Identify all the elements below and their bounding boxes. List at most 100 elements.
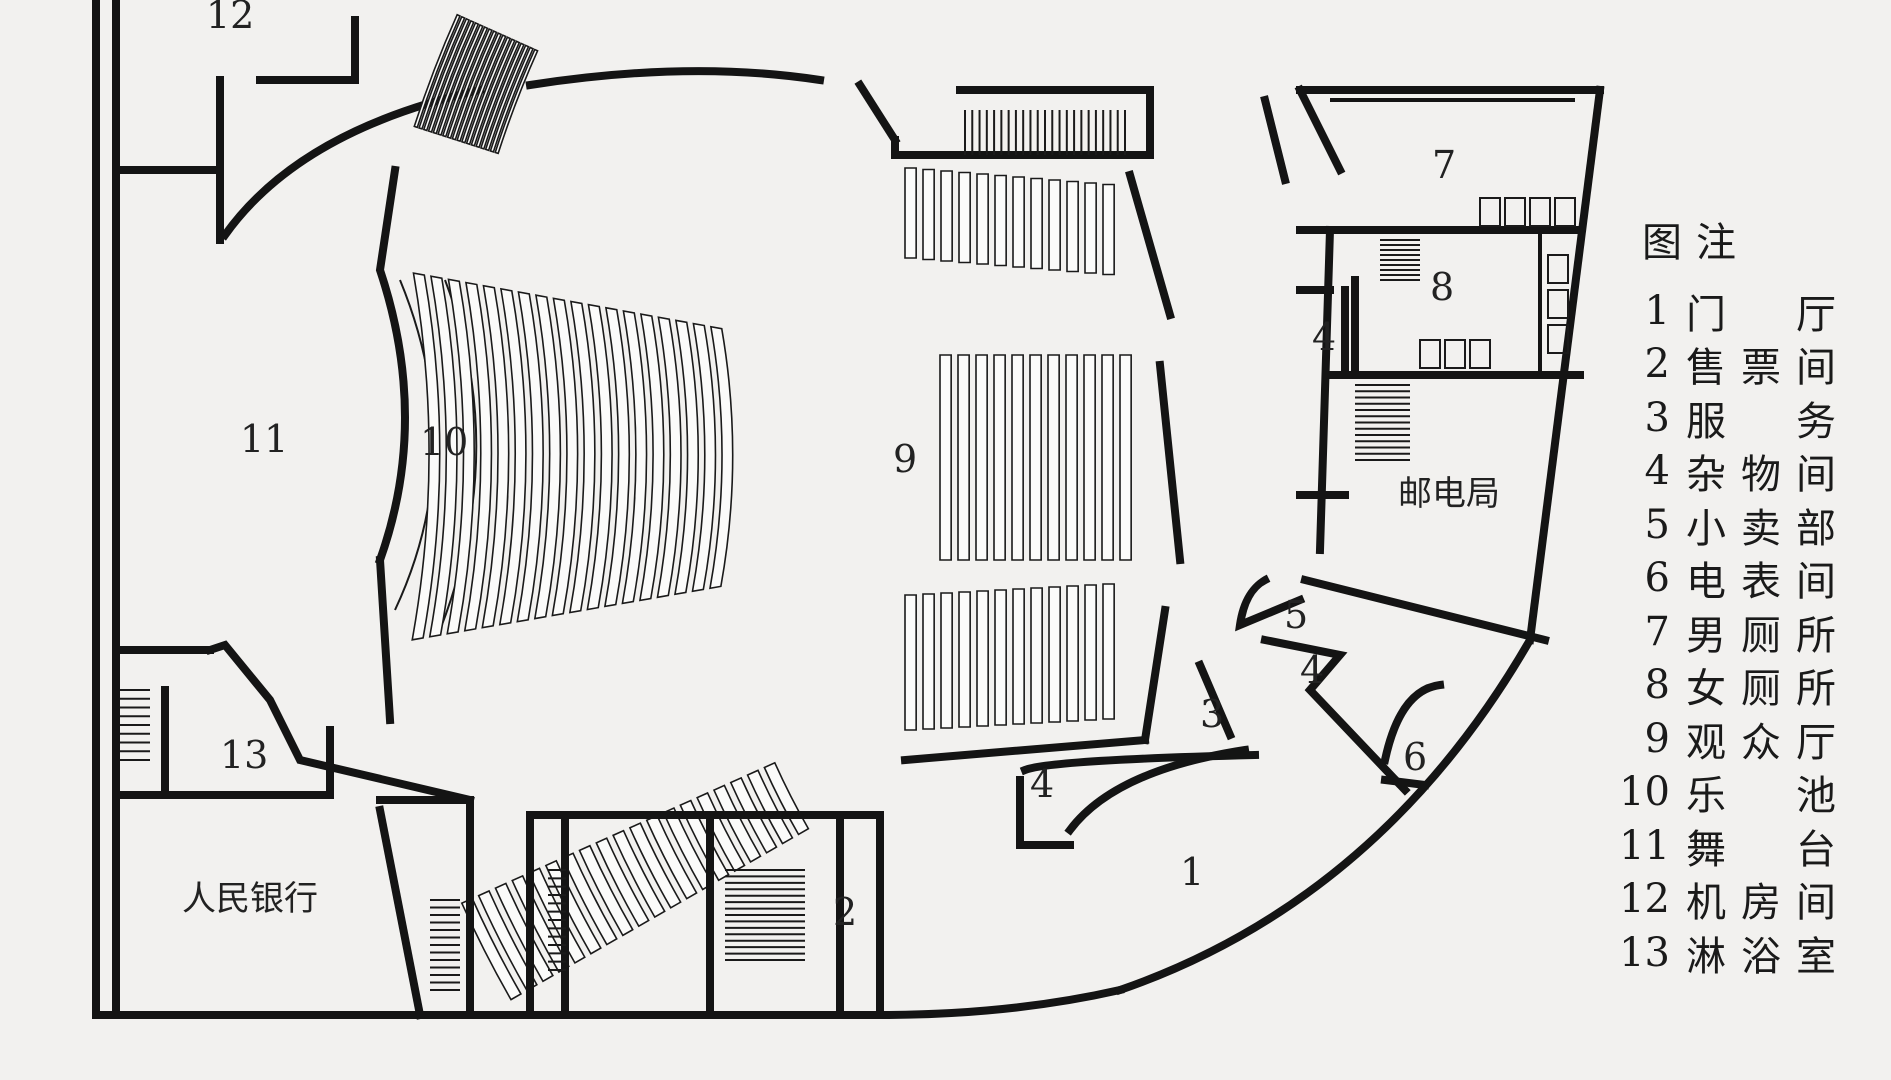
label-room-4-upper: 4	[1312, 315, 1336, 359]
legend-item-text: 男厕所	[1686, 612, 1836, 659]
seat-row	[411, 272, 441, 641]
seat-row	[494, 48, 539, 155]
seat-row	[533, 294, 562, 620]
seat-row	[976, 173, 989, 265]
label-room-8: 8	[1430, 265, 1454, 309]
legend-item-number: 11	[1619, 822, 1670, 869]
seat-row	[645, 814, 698, 900]
seat-row	[595, 837, 650, 928]
room-labels: 1 2 3 4 4 4 5 6 7 8 9 10 11 12 13 邮电局 人民…	[182, 0, 1500, 934]
seat-row	[958, 171, 971, 264]
label-room-6: 6	[1403, 735, 1427, 779]
legend-item-number: 10	[1619, 769, 1670, 816]
lower-rooms	[120, 689, 884, 1020]
seating-left-upper	[413, 13, 539, 155]
seat-row	[679, 799, 730, 882]
seat-row	[427, 19, 475, 133]
stage-walls	[112, 16, 485, 805]
legend-item: 9 观众厅	[1600, 712, 1890, 766]
seat-row	[465, 36, 512, 146]
seat-row	[976, 590, 989, 727]
auditorium-walls	[525, 67, 1290, 765]
legend-item-number: 1	[1644, 287, 1670, 334]
seating-right-lower	[904, 583, 1115, 731]
label-room-13: 13	[220, 733, 268, 777]
legend-item-number: 9	[1644, 715, 1670, 762]
seat-row	[451, 30, 498, 141]
seat-row	[551, 297, 579, 617]
legend-item-number: 13	[1619, 929, 1670, 976]
legend-item-number: 5	[1644, 501, 1670, 548]
seat-row	[1066, 585, 1079, 722]
seat-row	[498, 287, 527, 626]
legend-title: 图注	[1642, 220, 1750, 266]
seat-row	[904, 167, 917, 259]
label-bank: 人民银行	[182, 879, 318, 919]
seating-left-lower	[460, 761, 810, 1001]
legend-item: 7 男厕所	[1600, 605, 1890, 659]
seat-row	[1048, 179, 1061, 271]
seating-right-middle	[939, 354, 1132, 561]
seat-row	[1047, 354, 1060, 561]
legend-item-number: 7	[1644, 608, 1670, 655]
seat-row	[922, 593, 935, 730]
seat-row	[446, 27, 493, 140]
seat-row	[1083, 354, 1096, 561]
legend-item-text: 机房间	[1686, 880, 1836, 927]
seat-row	[432, 21, 480, 135]
lobby-walls	[1016, 574, 1445, 849]
seat-row	[446, 278, 475, 635]
seat-row	[1030, 177, 1043, 270]
seat-row	[656, 316, 682, 599]
legend-item-number: 8	[1644, 662, 1670, 709]
toilet-fixture	[1444, 339, 1466, 369]
label-room-4-lobby: 4	[1030, 762, 1054, 806]
seat-row	[463, 281, 493, 632]
seat-row	[612, 829, 666, 919]
seat-row	[1102, 183, 1115, 276]
toilet-fixture	[1504, 197, 1526, 227]
seat-row	[709, 325, 734, 590]
legend-item-text: 淋浴室	[1686, 933, 1836, 980]
seat-row	[460, 897, 523, 1001]
legend-item-number: 3	[1644, 394, 1670, 441]
label-room-2: 2	[833, 890, 857, 934]
seat-row	[1102, 583, 1115, 720]
seat-row	[418, 15, 466, 130]
seat-row	[1084, 584, 1097, 721]
seat-row	[489, 46, 535, 153]
label-room-3: 3	[1200, 692, 1224, 736]
legend-item: 10 乐池	[1600, 766, 1890, 820]
seat-row	[484, 44, 530, 152]
seating-left-middle	[411, 272, 734, 641]
seat-row	[621, 309, 648, 605]
seat-row	[922, 168, 935, 261]
label-room-1: 1	[1180, 850, 1204, 894]
label-room-12: 12	[206, 0, 254, 37]
legend-item-text: 售票间	[1686, 345, 1836, 392]
seat-row	[691, 322, 717, 593]
seat-row	[1048, 586, 1061, 723]
seat-row	[957, 354, 970, 561]
seat-row	[993, 354, 1006, 561]
toilet-fixture	[1547, 289, 1569, 319]
seating-right-upper	[904, 167, 1115, 276]
seat-row	[975, 354, 988, 561]
seat-row	[1012, 176, 1025, 268]
legend-item-text: 乐池	[1686, 773, 1836, 820]
seat-row	[481, 284, 510, 629]
seat-row	[712, 784, 762, 864]
legend-item-text: 观众厅	[1686, 719, 1836, 766]
seat-row	[477, 889, 538, 992]
seat-row	[1030, 587, 1043, 724]
seat-row	[628, 822, 682, 909]
toilet-fixture	[1479, 197, 1501, 227]
legend-item-text: 杂物间	[1686, 452, 1836, 499]
